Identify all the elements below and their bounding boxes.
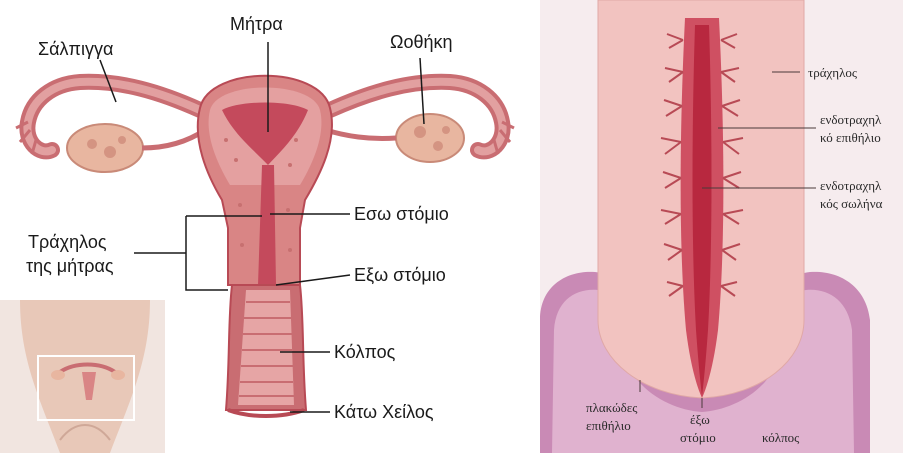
label-vagina: Κόλπος: [334, 342, 396, 362]
label-cervix-r: τράχηλος: [808, 65, 858, 80]
label-external-os-line1: έξω: [690, 412, 710, 427]
label-cervix-line1: Τράχηλος: [28, 232, 107, 252]
label-external-os: Εξω στόμιο: [354, 265, 446, 285]
label-ovary: Ωοθήκη: [390, 32, 453, 52]
label-internal-os: Εσω στόμιο: [354, 204, 449, 224]
label-cervix-line2: της μήτρας: [26, 256, 114, 276]
uterus-anatomy-diagram: Σάλπιγγα Μήτρα Ωοθήκη Τράχηλος της μήτρα…: [0, 0, 530, 453]
uterus-anatomy-svg: Σάλπιγγα Μήτρα Ωοθήκη Τράχηλος της μήτρα…: [0, 0, 530, 453]
label-uterus: Μήτρα: [230, 14, 283, 34]
label-endocervical-epithelium-line2: κό επιθήλιο: [820, 130, 881, 145]
label-endocervical-epithelium-line1: ενδοτραχηλ: [820, 112, 882, 127]
label-fallopian-tube: Σάλπιγγα: [38, 39, 113, 59]
label-squamous-epithelium-line2: επιθήλιο: [586, 418, 631, 433]
right-ovary: [396, 114, 464, 162]
label-endocervical-canal-line2: κός σωλήνα: [820, 196, 883, 211]
cervix-cross-section-diagram: τράχηλος ενδοτραχηλ κό επιθήλιο ενδοτραχ…: [540, 0, 903, 453]
label-lower-lip: Κάτω Χείλος: [334, 402, 434, 422]
cervix-cross-section-svg: τράχηλος ενδοτραχηλ κό επιθήλιο ενδοτραχ…: [540, 0, 903, 453]
left-ovary: [67, 124, 143, 172]
label-endocervical-canal-line1: ενδοτραχηλ: [820, 178, 882, 193]
label-external-os-line2: στόμιο: [680, 430, 716, 445]
label-squamous-epithelium-line1: πλακώδες: [586, 400, 638, 415]
body-inset: [0, 300, 165, 453]
label-vagina-r: κόλπος: [762, 430, 800, 445]
